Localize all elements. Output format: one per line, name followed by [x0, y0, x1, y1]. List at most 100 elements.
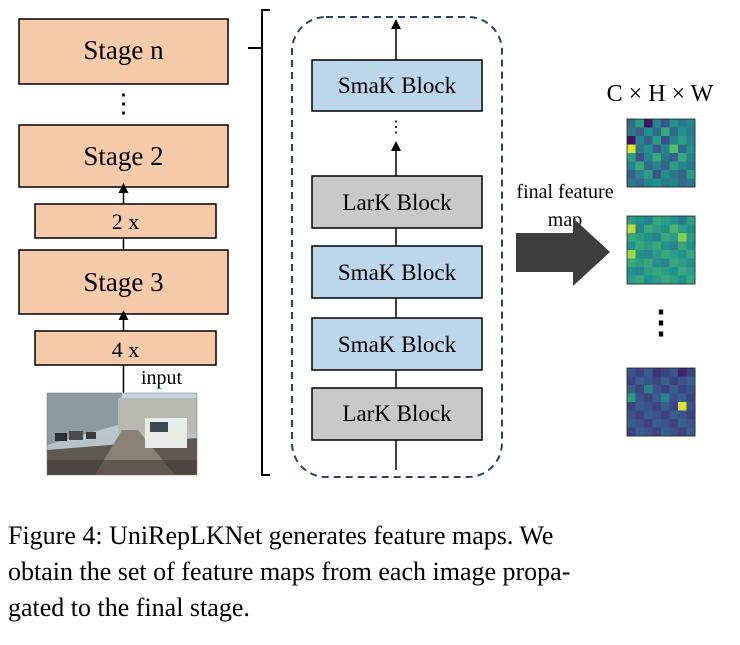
heatmap-cell [686, 233, 696, 242]
heatmap-cell [627, 127, 636, 137]
caption-line-3: gated to the final stage. [8, 593, 250, 622]
heatmap-cell [669, 161, 679, 171]
feature-map-3 [626, 367, 696, 437]
caption-line-1: Figure 4: UniRepLKNet generates feature … [8, 521, 554, 550]
heatmap-cell [678, 127, 687, 137]
heatmap-cell [661, 216, 670, 225]
heatmap-cell [678, 368, 687, 377]
heatmap-cell [652, 216, 662, 225]
heatmap-cell [644, 368, 653, 377]
heatmap-cell [652, 385, 662, 394]
heatmap-cell [627, 178, 636, 188]
heatmap-cell [678, 224, 687, 234]
smak-block-top-label: SmaK Block [338, 73, 457, 98]
heatmap-cell [669, 144, 679, 154]
heatmap-cell [686, 376, 696, 386]
smak-block-top [311, 59, 483, 112]
heatmap-cell [669, 127, 679, 137]
dims-label: C × H × W [607, 81, 714, 107]
stage-n-label: Stage n [83, 35, 164, 65]
heatmap-cell [661, 224, 670, 234]
heatmap-cell [661, 136, 670, 145]
multiplier-4x-label: 4 x [112, 337, 140, 362]
heatmap-cell [652, 258, 662, 268]
heatmap-cell [652, 144, 662, 154]
heatmap-cell [627, 267, 636, 276]
heatmap-cell [678, 385, 687, 394]
stage-3-box [18, 249, 229, 315]
smak-block-2-label: SmaK Block [338, 332, 457, 357]
heatmap-cell [635, 153, 645, 162]
big-right-arrow-icon [516, 218, 610, 286]
heatmap-cell [669, 427, 679, 437]
heatmap-cell [644, 427, 653, 437]
heatmap-cell [627, 419, 636, 428]
bracket [261, 9, 270, 476]
multiplier-2x-box [34, 203, 217, 239]
heatmap-cell [627, 385, 636, 394]
heatmap-cell [635, 241, 645, 251]
heatmap-cell [644, 393, 653, 403]
heatmap-cell [644, 144, 653, 154]
heatmap-cell [652, 233, 662, 242]
heatmap-cell [661, 393, 670, 403]
heatmap-cell [644, 419, 653, 428]
heatmap-cell [635, 144, 645, 154]
heatmap-cell [627, 144, 636, 154]
heatmap-cell [627, 170, 636, 179]
heatmap-cell [635, 267, 645, 276]
heatmap-cell [678, 153, 687, 162]
heatmap-cell [669, 376, 679, 386]
feature-map-2 [626, 215, 696, 285]
heatmap-cell [652, 376, 662, 386]
heatmap-cell [652, 368, 662, 377]
heatmap-cell [661, 267, 670, 276]
heatmap-cell [644, 153, 653, 162]
heatmap-cell [678, 393, 687, 403]
heatmap-cell [644, 402, 653, 411]
smak-block-1 [311, 245, 483, 299]
heatmap-cell [678, 170, 687, 179]
heatmap-cell [686, 224, 696, 234]
heatmap-cell [627, 427, 636, 437]
heatmap-cell [644, 410, 653, 420]
heatmap-cell [627, 410, 636, 420]
heatmap-cell [669, 275, 679, 285]
heatmap-cell [635, 178, 645, 188]
lark-block-2 [311, 387, 483, 441]
heatmap-cell [652, 427, 662, 437]
heatmap-cell [652, 178, 662, 188]
heatmap-cell [635, 161, 645, 171]
heatmap-cell [635, 385, 645, 394]
heatmap-cell [635, 224, 645, 234]
multiplier-2x-label: 2 x [112, 209, 140, 234]
heatmap-cell [661, 258, 670, 268]
stage-3-label: Stage 3 [83, 267, 163, 297]
arrow-label-line-1: final feature [516, 181, 613, 203]
heatmap-cell [686, 275, 696, 285]
heatmap-cell [652, 241, 662, 251]
heatmap-cell [686, 258, 696, 268]
heatmap-cell [669, 393, 679, 403]
heatmap-cell [644, 224, 653, 234]
heatmap-cell [652, 224, 662, 234]
heatmap-cell [635, 410, 645, 420]
heatmap-cell [652, 153, 662, 162]
heatmap-cell [686, 241, 696, 251]
heatmap-cell [635, 419, 645, 428]
heatmap-cell [652, 170, 662, 179]
input-image [46, 392, 198, 476]
heatmap-cell [686, 170, 696, 179]
heatmap-cell [644, 385, 653, 394]
heatmap-cell [669, 402, 679, 411]
heatmap-cell [627, 258, 636, 268]
heatmap-cell [644, 127, 653, 137]
stage-column: Stage n ⋮ Stage 2 2 x Stage 3 4 x input [18, 18, 229, 476]
feature-map-1 [626, 118, 696, 188]
heatmap-cell [686, 419, 696, 428]
heatmap-cell [661, 419, 670, 428]
heatmap-cell [635, 119, 645, 128]
feature-map-dots: ⋮ [645, 304, 677, 340]
heatmap-cell [661, 233, 670, 242]
heatmap-cell [635, 393, 645, 403]
